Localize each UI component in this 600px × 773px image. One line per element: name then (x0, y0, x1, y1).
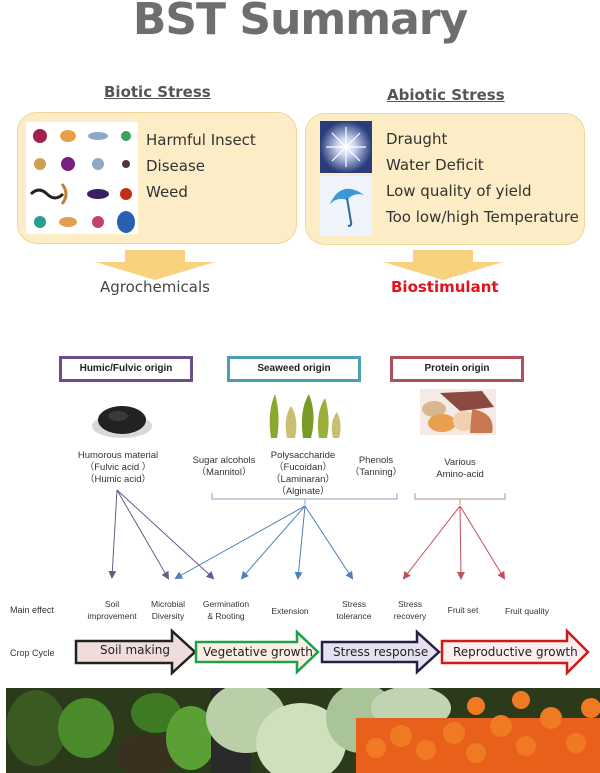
arrow-protein-stress-recovery (402, 505, 461, 580)
protein-bracket (414, 493, 506, 505)
humic-material-photo (92, 406, 152, 438)
soil-making-arrow (74, 628, 197, 676)
crop-cycle-label: Crop Cycle (10, 648, 55, 658)
main-effect-label: Main effect (10, 605, 54, 615)
page-title: BST Summary (132, 0, 468, 45)
effect-fruit-quality: Fruit quality (505, 606, 549, 616)
biotic-stress-panel: Harmful Insect Disease Weed (17, 112, 297, 244)
arrow-humic-soil (108, 489, 118, 579)
vegetative-growth-label: Vegetative growth (203, 645, 313, 659)
protein-foods-photo (420, 389, 496, 435)
sugar-alcohols-text: Sugar alcohols （Mannitol） (192, 455, 256, 478)
soil-making-label: Soil making (100, 643, 170, 657)
biotic-stress-heading: Biotic Stress (104, 83, 211, 101)
arrow-seaweed-germination (240, 505, 306, 580)
abiotic-stress-panel: Draught Water Deficit Low quality of yie… (305, 113, 585, 245)
down-arrow-icon (383, 250, 503, 280)
arrow-seaweed-stress-tolerance (304, 505, 354, 580)
arrow-seaweed-microbial (174, 505, 306, 579)
protein-origin-box: Protein origin (390, 356, 524, 382)
phenols-text: Phenols （Tanning） (349, 455, 403, 478)
biotic-item: Disease (146, 157, 205, 175)
biotic-item: Weed (146, 183, 188, 201)
down-arrow-icon (95, 250, 215, 280)
stress-response-label: Stress response (333, 645, 429, 659)
umbrella-rain-icon (320, 176, 372, 236)
biotic-stress-list: Harmful Insect Disease Weed (146, 127, 256, 205)
crop-cycle-arrows (74, 628, 590, 677)
arrow-protein-fruit-set (456, 505, 465, 580)
abiotic-stress-heading: Abiotic Stress (387, 86, 505, 104)
humic-origin-box: Humic/Fulvic origin (59, 356, 193, 382)
humic-source-text: Humorous material （Fulvic acid ） （Humic … (77, 450, 159, 485)
polysaccharide-text: Polysaccharide （Fucoidan） （Laminaran） （A… (270, 450, 336, 497)
sun-icon (320, 121, 372, 173)
abiotic-stress-list: Draught Water Deficit Low quality of yie… (386, 126, 579, 230)
abiotic-item: Water Deficit (386, 156, 484, 174)
seaweed-bracket (211, 493, 398, 505)
abiotic-item: Draught (386, 130, 448, 148)
vegetative-growth-arrow (194, 629, 320, 675)
microbes-pests-icon (26, 122, 138, 234)
vegetables-photo (6, 688, 600, 773)
effect-fruit-set: Fruit set (447, 605, 479, 615)
reproductive-growth-label: Reproductive growth (453, 645, 578, 659)
biotic-item: Harmful Insect (146, 131, 256, 149)
arrow-seaweed-extension (294, 505, 306, 580)
abiotic-item: Low quality of yield (386, 182, 532, 200)
arrow-humic-microbial (116, 489, 170, 580)
arrow-humic-germination (116, 489, 215, 580)
amino-acid-text: Various Amino-acid (436, 457, 484, 480)
effect-germination-rooting: Germination& Rooting (202, 599, 250, 621)
agrochemicals-label: Agrochemicals (100, 278, 210, 296)
stress-response-arrow (320, 629, 441, 675)
effect-extension: Extension (271, 606, 309, 616)
abiotic-item: Too low/high Temperature (386, 208, 579, 226)
seaweed-origin-box: Seaweed origin (227, 356, 361, 382)
connector-arrows (108, 489, 506, 580)
biostimulant-label: Biostimulant (391, 278, 499, 296)
reproductive-growth-arrow (440, 628, 590, 677)
seaweed-photo (269, 394, 341, 438)
arrow-protein-fruit-quality (459, 505, 506, 580)
